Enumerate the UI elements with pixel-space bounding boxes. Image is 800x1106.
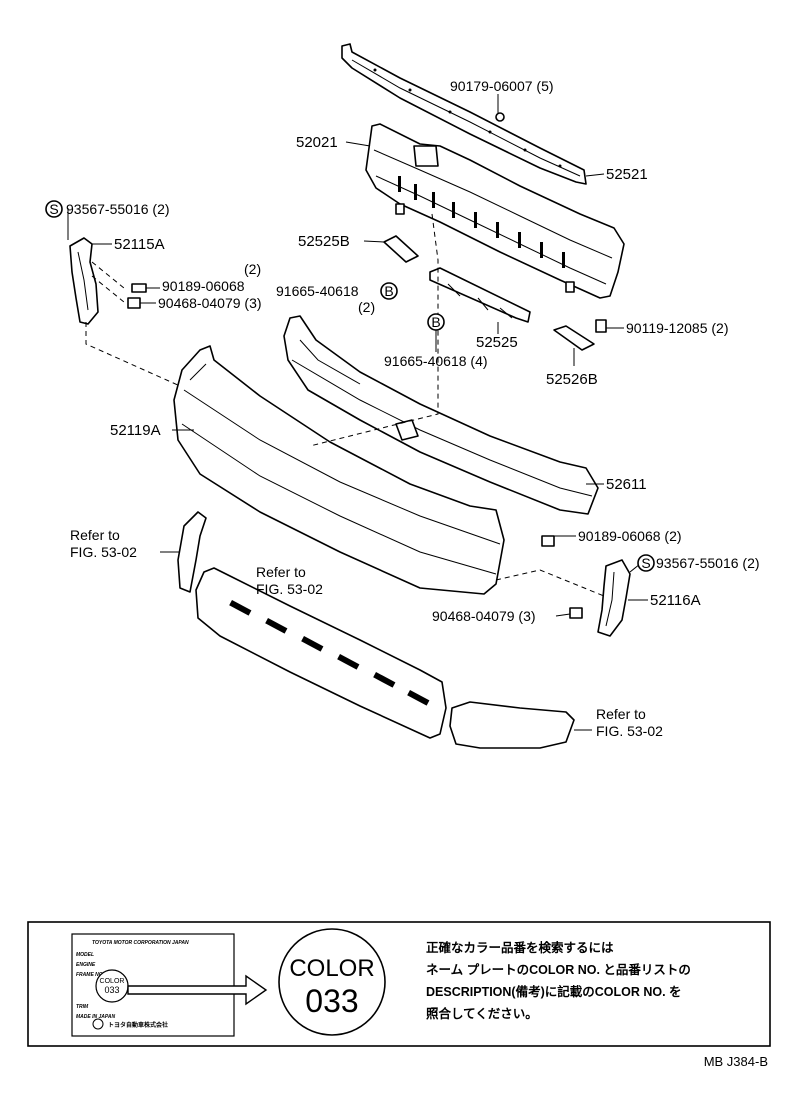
- ref3-line1: Refer to: [596, 706, 646, 722]
- name-plate: TOYOTA MOTOR CORPORATION JAPAN MODEL ENG…: [71, 933, 235, 1037]
- color-badge: COLOR 033: [278, 928, 386, 1036]
- label-90189-mid: 90189-06068 (2): [578, 528, 682, 544]
- label-93567-left: 93567-55016 (2): [66, 201, 170, 217]
- bolt-90179-icon: [495, 112, 505, 122]
- plate-line1: TOYOTA MOTOR CORPORATION JAPAN: [92, 940, 189, 946]
- nut-90468-bottom-icon: [569, 607, 583, 619]
- label-90189-top-qty: (2): [244, 261, 261, 277]
- arrow-right-icon: [127, 974, 268, 1006]
- ref1-line2: FIG. 53-02: [70, 544, 137, 560]
- plate-line6: MADE IN JAPAN: [76, 1014, 115, 1020]
- part-52115A-bracket: [69, 237, 99, 325]
- plate-color-value: 033: [104, 985, 119, 995]
- plate-logo-icon: [92, 1018, 104, 1030]
- part-right-corner-piece: [449, 701, 575, 749]
- label-52021: 52021: [296, 134, 338, 151]
- plate-footer: トヨタ自動車株式会社: [108, 1021, 168, 1029]
- part-52521-strip: [341, 43, 587, 185]
- b-symbol-top-text: B: [384, 283, 393, 299]
- plate-line4: FRAME NO.: [76, 972, 104, 978]
- b-symbol-mid-icon: [427, 313, 445, 331]
- part-lower-grille: [195, 567, 447, 739]
- label-91665-b1-qty: (2): [358, 299, 375, 315]
- s-symbol-left-icon: [45, 200, 63, 218]
- note-jp-line2: ネーム プレートのCOLOR NO. と品番リストの: [426, 962, 691, 977]
- bolt-90119-icon: [595, 319, 607, 333]
- plate-line2: MODEL: [76, 952, 94, 958]
- nut-90468-top-icon: [127, 297, 141, 309]
- label-52115A: 52115A: [114, 236, 165, 253]
- plate-line3: ENGINE: [76, 962, 96, 968]
- label-52611: 52611: [606, 476, 647, 493]
- label-90468-bottom: 90468-04079 (3): [432, 608, 536, 624]
- b-symbol-top-icon: [380, 282, 398, 300]
- note-jp-line1: 正確なカラー品番を検索するには: [426, 940, 614, 955]
- note-jp-line3: DESCRIPTION(備考)に記載のCOLOR NO. を: [426, 984, 682, 999]
- part-52116A-bracket: [597, 559, 631, 637]
- label-93567-right: 93567-55016 (2): [656, 555, 760, 571]
- label-90179: 90179-06007 (5): [450, 78, 554, 94]
- b-symbol-mid-text: B: [431, 314, 440, 330]
- part-52525-retainer: [429, 267, 531, 323]
- plate-color-label: COLOR: [100, 978, 125, 985]
- part-52611-absorber: [283, 315, 599, 515]
- badge-value: 033: [305, 983, 358, 1019]
- s-symbol-left-text: S: [49, 201, 58, 217]
- part-52525B-pad: [383, 235, 419, 263]
- ref2-line2: FIG. 53-02: [256, 581, 323, 597]
- part-labels: 90179-06007 (5) 52021 52521 S 93567-5501…: [45, 78, 760, 739]
- label-52119A: 52119A: [110, 422, 161, 439]
- note-jp-line4: 照合してください。: [426, 1006, 538, 1021]
- ref3-line2: FIG. 53-02: [596, 723, 663, 739]
- label-91665-b1: 91665-40618: [276, 283, 359, 299]
- label-90468-top: 90468-04079 (3): [158, 295, 262, 311]
- s-symbol-right-text: S: [641, 555, 650, 571]
- label-52116A: 52116A: [650, 592, 701, 609]
- ref1-line1: Refer to: [70, 527, 120, 543]
- alignment-lines: [85, 213, 605, 597]
- bolt-90189-top-icon: [131, 283, 147, 293]
- plate-line5: TRIM: [76, 1004, 89, 1010]
- label-52526B: 52526B: [546, 371, 598, 388]
- part-52526B-pad: [553, 325, 595, 351]
- label-91665-b2: 91665-40618 (4): [384, 353, 488, 369]
- footer-code: MB J384-B: [704, 1054, 768, 1069]
- color-note-box: TOYOTA MOTOR CORPORATION JAPAN MODEL ENG…: [27, 921, 771, 1047]
- ref2-line1: Refer to: [256, 564, 306, 580]
- part-52021-reinforcement: [365, 123, 625, 299]
- part-left-side-bracket: [177, 511, 207, 593]
- label-90189-top: 90189-06068: [162, 278, 245, 294]
- label-52525B: 52525B: [298, 233, 350, 250]
- leader-lines: [67, 94, 648, 731]
- label-90119: 90119-12085 (2): [626, 320, 728, 336]
- label-52521: 52521: [606, 166, 648, 183]
- part-52119A-cover: [173, 345, 505, 595]
- s-symbol-right-icon: [637, 554, 655, 572]
- bolt-90189-mid-icon: [541, 535, 555, 547]
- label-52525: 52525: [476, 334, 518, 351]
- badge-label: COLOR: [289, 955, 374, 982]
